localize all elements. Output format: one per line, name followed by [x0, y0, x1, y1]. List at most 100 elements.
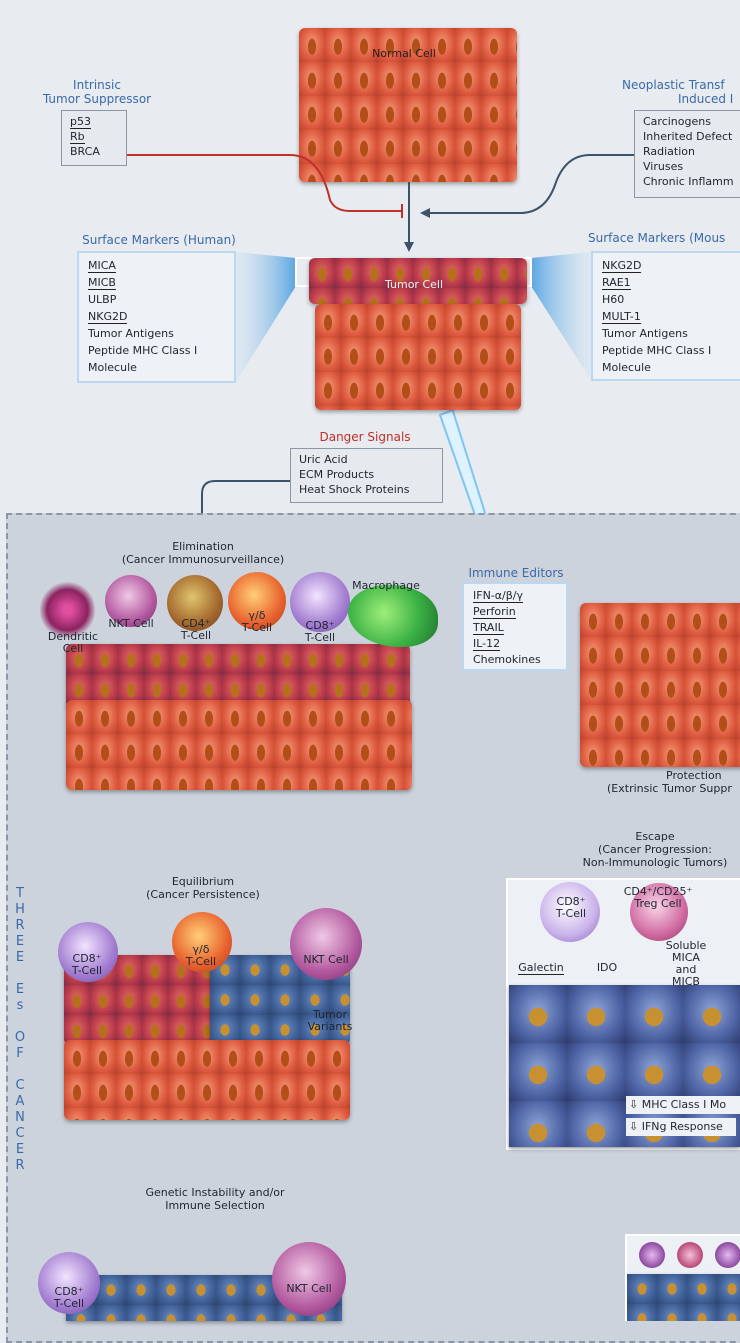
escape-cd8-line2: T-Cell — [555, 907, 587, 920]
tumor-variants-label: Tumor Variants — [300, 1009, 360, 1033]
bottom-cd8-line1: CD8⁺ — [54, 1285, 84, 1298]
side-title-letter: R — [15, 918, 25, 933]
neoplastic-item: Chronic Inflamm — [643, 175, 734, 188]
protection-line2: (Extrinsic Tumor Suppr — [607, 782, 732, 795]
tumor-variants-line2: Variants — [307, 1020, 353, 1033]
detail-tissue — [627, 1274, 740, 1321]
detail-cell — [715, 1242, 740, 1268]
intrinsic-item: BRCA — [70, 145, 100, 158]
intrinsic-item: Rb — [70, 130, 85, 144]
dendritic-label: Dendritic Cell — [38, 631, 108, 655]
surface-human-item: ULBP — [88, 293, 117, 306]
gamma-delta-label-line1: γ/δ — [248, 609, 266, 622]
equilibrium-title: Equilibrium (Cancer Persistence) — [128, 875, 278, 901]
escape-detail-box — [625, 1234, 740, 1321]
elimination-title-line1: Elimination — [172, 540, 234, 553]
escape-title-line1: Escape — [635, 830, 675, 843]
neoplastic-item: Radiation — [643, 145, 695, 158]
cd4-label-line1: CD4⁺ — [181, 617, 211, 630]
immune-editor-item: IFN-α/β/γ — [473, 589, 523, 603]
equilibrium-tissue-base — [64, 1040, 350, 1120]
surface-human-box: MICA MICB ULBP NKG2D Tumor Antigens Pept… — [77, 251, 236, 383]
soluble-line1: Soluble — [665, 939, 707, 952]
gamma-delta-label: γ/δ T-Cell — [231, 610, 283, 634]
side-title-letter: H — [15, 902, 25, 917]
elimination-title-line2: (Cancer Immunosurveillance) — [121, 553, 285, 566]
soluble-mica-label: Soluble MICA and MICB — [653, 940, 719, 988]
treg-label: CD4⁺/CD25⁺ Treg Cell — [610, 886, 706, 910]
galectin-text: Galectin — [518, 961, 564, 975]
side-title-letter: F — [16, 1046, 24, 1061]
cd4-label-line2: T-Cell — [180, 629, 212, 642]
elimination-tissue-base — [66, 700, 412, 790]
equilibrium-cd8-label: CD8⁺ T-Cell — [62, 953, 112, 977]
elimination-title: Elimination (Cancer Immunosurveillance) — [108, 540, 298, 566]
tumor-cell-tissue-base — [315, 304, 521, 410]
surface-mouse-item: Tumor Antigens — [602, 327, 688, 340]
dendritic-label-line1: Dendritic — [47, 630, 99, 643]
ifng-tag: ⇩ IFNg Response — [626, 1118, 736, 1136]
surface-mouse-item: RAE1 — [602, 276, 631, 290]
equilibrium-cd8-line1: CD8⁺ — [72, 952, 102, 965]
neoplastic-title-line1: Neoplastic Transf — [622, 78, 725, 92]
surface-human-item: NKG2D — [88, 310, 128, 324]
equilibrium-title-line1: Equilibrium — [171, 875, 235, 888]
neoplastic-box: Carcinogens Inherited Defect Radiation V… — [634, 110, 740, 198]
danger-item: Heat Shock Proteins — [299, 483, 410, 496]
side-title-letter: C — [15, 1126, 25, 1141]
escape-title-line2: (Cancer Progression: — [598, 843, 712, 856]
equilibrium-gd-line1: γ/δ — [192, 943, 210, 956]
galectin-label: Galectin — [512, 961, 570, 975]
soluble-line2: MICA — [672, 951, 700, 964]
escape-title-line3: Non-Immunologic Tumors) — [582, 856, 728, 869]
normal-cell-tissue — [299, 28, 517, 182]
gamma-delta-t-cell — [228, 572, 286, 630]
equilibrium-gamma-delta-cell — [172, 912, 232, 972]
immune-editor-item: TRAIL — [473, 621, 504, 635]
intrinsic-box: p53 Rb BRCA — [61, 110, 127, 166]
surface-human-item: MICA — [88, 259, 116, 273]
detail-cell — [677, 1242, 703, 1268]
human-marker-funnel — [236, 252, 296, 382]
surface-mouse-item: Peptide MHC Class I — [602, 344, 712, 357]
side-title-letter — [11, 1014, 29, 1030]
side-title-letter: T — [16, 886, 24, 901]
escape-title: Escape (Cancer Progression: Non-Immunolo… — [560, 830, 740, 869]
protection-caption: Protection (Extrinsic Tumor Suppr — [600, 769, 740, 795]
equilibrium-cd8-cell — [58, 922, 118, 982]
danger-box: Uric Acid ECM Products Heat Shock Protei… — [290, 448, 443, 503]
intrinsic-title-line1: Intrinsic — [73, 78, 121, 92]
surface-mouse-box: NKG2D RAE1 H60 MULT-1 Tumor Antigens Pep… — [591, 251, 740, 381]
intrinsic-title: Intrinsic Tumor Suppressor — [22, 78, 172, 106]
cd8-label-line1: CD8⁺ — [305, 619, 335, 632]
bottom-cd8-line2: T-Cell — [53, 1297, 85, 1310]
neoplastic-title-line2: Induced I — [678, 92, 734, 106]
nkt-label: NKT Cell — [108, 617, 154, 630]
cd8-label: CD8⁺ T-Cell — [294, 620, 346, 644]
escape-cd8-line1: CD8⁺ — [556, 895, 586, 908]
bottom-nkt-cell — [272, 1242, 346, 1316]
tumor-cell-tissue — [309, 258, 527, 304]
macrophage-cell — [348, 585, 438, 647]
dendritic-label-line2: Cell — [62, 642, 84, 655]
surface-human-title: Surface Markers (Human) — [82, 233, 236, 247]
bottom-nkt-label: NKT Cell — [286, 1282, 332, 1295]
danger-item: ECM Products — [299, 468, 375, 481]
genetic-caption: Genetic Instability and/or Immune Select… — [120, 1186, 310, 1212]
immune-editor-item: IL-12 — [473, 637, 501, 651]
side-title-letter: E — [15, 1142, 25, 1157]
side-title-letter: N — [15, 1110, 25, 1125]
equilibrium-gd-line2: T-Cell — [185, 955, 217, 968]
danger-item: Uric Acid — [299, 453, 348, 466]
side-title-letter: O — [14, 1030, 26, 1045]
side-title-letter: A — [15, 1094, 25, 1109]
macrophage-label: Macrophage — [352, 579, 420, 592]
cd8-t-cell — [290, 572, 350, 632]
side-title-letter: C — [15, 1078, 25, 1093]
surface-mouse-title: Surface Markers (Mous — [588, 231, 726, 245]
immune-editor-item: Perforin — [473, 605, 516, 619]
side-title-letter — [11, 966, 29, 982]
equilibrium-gd-label: γ/δ T-Cell — [176, 944, 226, 968]
surface-mouse-item: NKG2D — [602, 259, 642, 273]
intrinsic-item: p53 — [70, 115, 91, 129]
